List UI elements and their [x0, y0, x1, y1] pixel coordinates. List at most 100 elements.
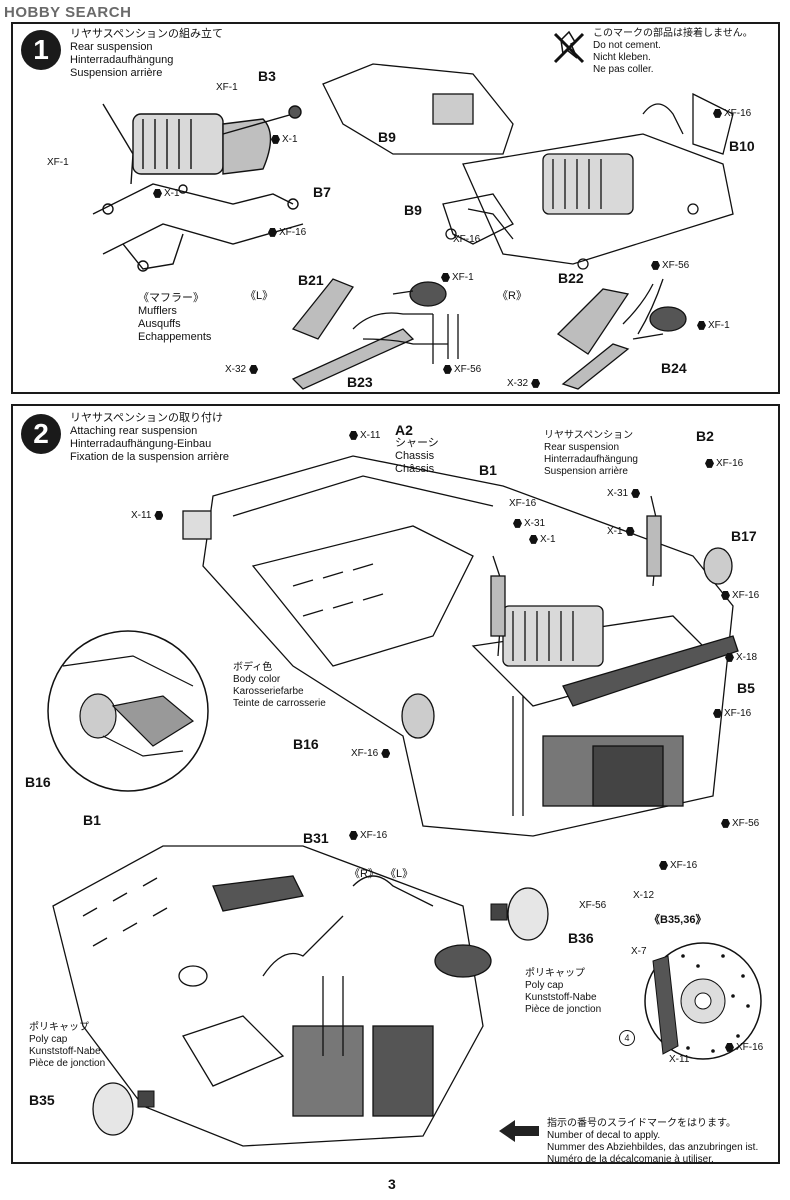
paint-xf16-h: XF-16 [725, 1042, 763, 1053]
paint-x31-b: X-31 [607, 488, 642, 499]
part-b9-bottom: B9 [404, 202, 422, 218]
paint-hex-icon [441, 272, 450, 282]
step1-title-en: Rear suspension [70, 41, 153, 53]
part-b1-inset: B1 [83, 812, 101, 828]
paint-hex-icon [529, 534, 538, 544]
brake-disc-diagram [644, 942, 762, 1060]
mufflers-jp: 《マフラー》 [138, 292, 204, 304]
paint-code: XF-16 [724, 708, 752, 719]
step2-number: 2 [21, 414, 61, 454]
paint-code: X-32 [225, 364, 247, 375]
paint-xf16-b: XF-16 [705, 458, 743, 469]
no-cement-jp: このマークの部品は接着しません。 [593, 28, 753, 39]
poly-cap-en: Poly cap [525, 980, 564, 991]
paint-code: XF-56 [732, 818, 760, 829]
paint-code: XF-16 [453, 234, 481, 245]
side-l-label: 《L》 [385, 868, 414, 880]
paint-hex-icon [513, 518, 522, 528]
paint-x18: X-18 [725, 652, 757, 663]
b35-part-diagram [92, 1082, 155, 1136]
poly-cap-jp: ポリキャップ [29, 1022, 89, 1033]
poly-cap-label-right: ポリキャップ Poly cap Kunststoff-Nabe Pièce de… [525, 968, 601, 1016]
paint-x1-b: X-1 [607, 526, 637, 537]
paint-x32-a: X-32 [225, 364, 260, 375]
paint-hex-icon [381, 748, 391, 758]
decal-note: 指示の番号のスライドマークをはります。 Number of decal to a… [547, 1118, 758, 1166]
part-b2: B2 [696, 428, 714, 444]
chassis-jp: シャーシ [395, 437, 439, 449]
step1-title-de: Hinterradaufhängung [70, 54, 174, 66]
paint-x11-a: X-11 [349, 430, 380, 441]
part-b35: B35 [29, 1092, 55, 1108]
part-b7: B7 [313, 184, 331, 200]
right-side-label: 《R》 [497, 290, 527, 302]
decal-note-de: Nummer des Abziehbildes, das anzubringen… [547, 1142, 759, 1153]
step1-title-jp: リヤサスペンションの組み立て [70, 28, 224, 40]
page-number: 3 [388, 1176, 396, 1192]
paint-xf16-c: XF-16 [713, 108, 751, 119]
paint-hex-icon [725, 1042, 734, 1052]
no-cement-fr: Ne pas coller. [593, 64, 654, 75]
paint-hex-icon [713, 108, 722, 118]
paint-xf16-c: XF-16 [721, 590, 759, 601]
poly-cap-fr: Pièce de jonction [29, 1058, 106, 1069]
paint-code: X-7 [631, 946, 647, 957]
rear-susp-en: Rear suspension [544, 442, 620, 453]
paint-code: X-11 [669, 1054, 690, 1065]
paint-code: XF-16 [732, 590, 760, 601]
part-b10: B10 [729, 138, 755, 154]
paint-hex-icon [659, 860, 668, 870]
step2-title-jp: リヤサスペンションの取り付け [70, 412, 224, 424]
no-cement-icon [553, 30, 585, 64]
paint-xf16-f: XF-16 [659, 860, 697, 871]
paint-xf16-a: XF-16 [509, 498, 536, 509]
no-cement-en: Do not cement. [593, 40, 661, 51]
paint-code: X-1 [607, 526, 623, 537]
paint-xf1-c: XF-1 [441, 272, 474, 283]
part-b1-top: B1 [479, 462, 497, 478]
part-b9-top: B9 [378, 129, 396, 145]
paint-code: XF-1 [452, 272, 474, 283]
inset-diagram [47, 630, 209, 792]
paint-code: X-1 [540, 534, 556, 545]
paint-code: XF-16 [670, 860, 698, 871]
rear-susp-jp: リヤサスペンション [544, 430, 634, 441]
poly-cap-label-left: ポリキャップ Poly cap Kunststoff-Nabe Pièce de… [29, 1022, 105, 1070]
chassis-en: Chassis [395, 450, 435, 462]
paint-x11-b: X-11 [131, 510, 165, 521]
step1-title: リヤサスペンションの組み立て Rear suspension Hinterrad… [70, 28, 223, 80]
step2-title-de: Hinterradaufhängung-Einbau [70, 438, 212, 450]
part-b24: B24 [661, 360, 687, 376]
paint-code: XF-16 [724, 108, 752, 119]
paint-code: XF-56 [454, 364, 482, 375]
b3536-label: 《B35,36》 [649, 914, 707, 926]
paint-code: X-31 [607, 488, 629, 499]
paint-code: XF-1 [216, 82, 238, 93]
paint-xf1-b: XF-1 [47, 157, 69, 168]
paint-xf16-a: XF-16 [268, 227, 306, 238]
rear-susp-fr: Suspension arrière [544, 466, 628, 477]
paint-code: XF-56 [579, 900, 607, 911]
paint-hex-icon [697, 320, 706, 330]
part-a2: A2 [395, 422, 413, 438]
no-cement-de: Nicht kleben. [593, 52, 651, 63]
muffler-right-diagram [556, 278, 687, 390]
paint-code: X-18 [736, 652, 758, 663]
step1-title-fr: Suspension arrière [70, 67, 163, 79]
paint-hex-icon [705, 458, 714, 468]
paint-hex-icon [721, 590, 730, 600]
paint-code: X-12 [633, 890, 655, 901]
paint-code: X-31 [524, 518, 546, 529]
body-color-de: Karosseriefarbe [233, 686, 304, 697]
left-side-label: 《L》 [245, 290, 274, 302]
poly-cap-de: Kunststoff-Nabe [525, 992, 597, 1003]
paint-hex-icon [713, 708, 722, 718]
paint-code: XF-16 [736, 1042, 764, 1053]
mufflers-de: Ausquffs [138, 318, 181, 330]
chassis-diagram [182, 455, 739, 837]
chassis-fr: Châssis [395, 463, 435, 475]
decal-note-fr: Numéro de la décalcomanie à utiliser. [547, 1154, 714, 1165]
body-color-en: Body color [233, 674, 281, 685]
decal-note-en: Number of decal to apply. [547, 1130, 661, 1141]
step2-title-en: Attaching rear suspension [70, 425, 198, 437]
